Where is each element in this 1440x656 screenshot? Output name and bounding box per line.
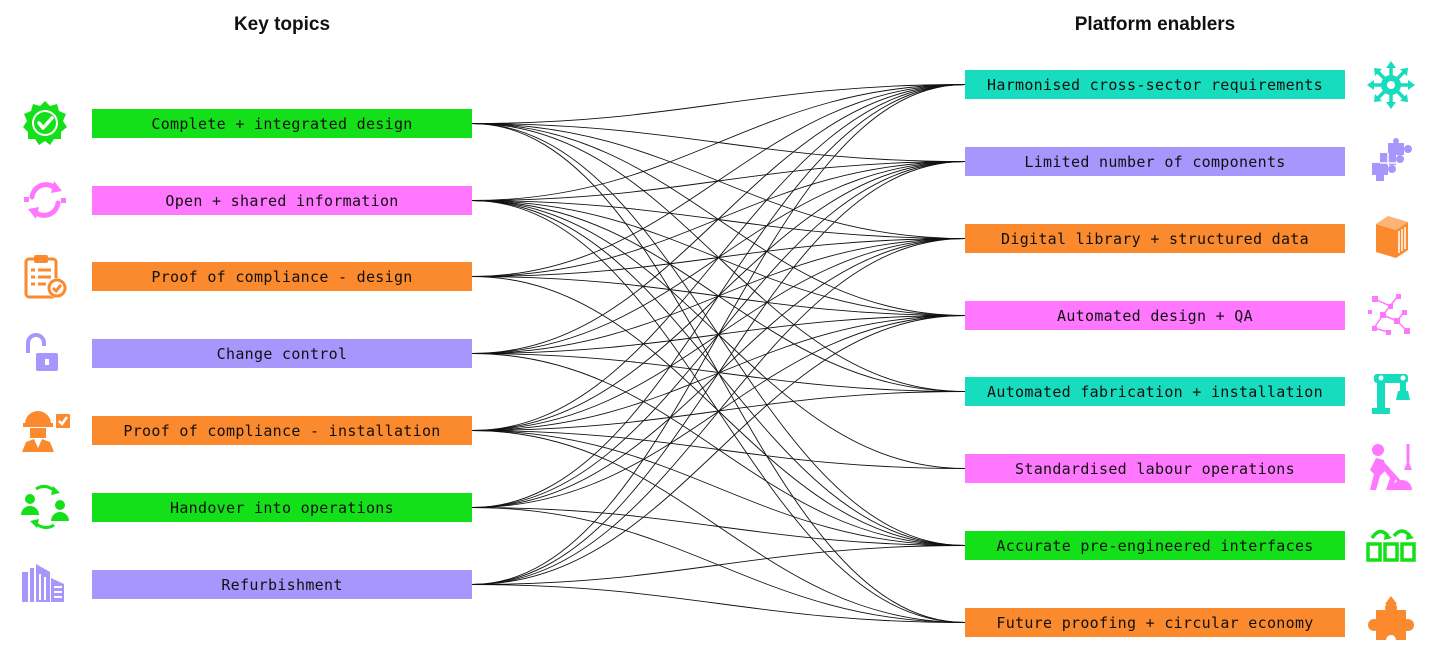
link-line-4-0	[471, 84, 966, 431]
link-line-5-6	[471, 507, 966, 546]
link-line-6-6	[471, 545, 966, 585]
topic-refurbishment[interactable]: Refurbishment	[92, 570, 472, 599]
link-line-1-0	[471, 84, 966, 201]
enabler-digital-library[interactable]: Digital library + structured data	[965, 224, 1345, 253]
link-line-6-0	[471, 84, 966, 585]
cube-library-icon	[1376, 216, 1408, 258]
link-line-6-1	[471, 161, 966, 585]
link-line-3-0	[471, 84, 966, 354]
link-line-6-2	[471, 238, 966, 585]
enabler-automated-fabrication[interactable]: Automated fabrication + installation	[965, 377, 1345, 406]
enabler-label: Limited number of components	[1024, 152, 1286, 171]
enabler-label: Future proofing + circular economy	[996, 613, 1314, 632]
topic-open-shared-information[interactable]: Open + shared information	[92, 186, 472, 215]
people-exchange-icon	[21, 484, 69, 530]
enabler-label: Automated fabrication + installation	[987, 382, 1323, 401]
enabler-label: Automated design + QA	[1057, 306, 1253, 325]
digging-worker-icon	[1370, 444, 1412, 490]
enabler-label: Digital library + structured data	[1001, 229, 1309, 248]
topic-label: Change control	[216, 344, 348, 363]
topic-label: Open + shared information	[165, 191, 399, 210]
topic-proof-compliance-design[interactable]: Proof of compliance - design	[92, 262, 472, 291]
topic-complete-integrated-design[interactable]: Complete + integrated design	[92, 109, 472, 138]
topic-proof-compliance-installation[interactable]: Proof of compliance - installation	[92, 416, 472, 445]
enabler-label: Accurate pre-engineered interfaces	[996, 536, 1314, 555]
puzzle-stack-icon	[1372, 138, 1412, 181]
worker-check-icon	[22, 411, 70, 452]
robot-arm-icon	[1372, 374, 1410, 414]
topic-label: Proof of compliance - installation	[123, 421, 441, 440]
topic-label: Complete + integrated design	[151, 114, 413, 133]
open-padlock-icon	[26, 333, 58, 371]
link-line-5-0	[471, 84, 966, 508]
clipboard-check-icon	[24, 255, 67, 299]
enabler-label: Standardised labour operations	[1015, 459, 1295, 478]
topic-label: Proof of compliance - design	[151, 267, 413, 286]
topic-label: Handover into operations	[170, 498, 394, 517]
platform-enablers-heading: Platform enablers	[1074, 14, 1236, 35]
enabler-pre-engineered-interfaces[interactable]: Accurate pre-engineered interfaces	[965, 531, 1345, 560]
enabler-limited-components[interactable]: Limited number of components	[965, 147, 1345, 176]
link-line-6-7	[471, 584, 966, 623]
buildings-icon	[22, 564, 64, 602]
topic-label: Refurbishment	[221, 575, 343, 594]
enabler-standardised-labour[interactable]: Standardised labour operations	[965, 454, 1345, 483]
connected-modules-icon	[1366, 529, 1416, 562]
hub-arrows-icon	[1367, 61, 1415, 109]
enabler-harmonised-requirements[interactable]: Harmonised cross-sector requirements	[965, 70, 1345, 99]
link-line-6-3	[471, 315, 966, 585]
key-topics-heading: Key topics	[233, 14, 331, 35]
link-line-0-0	[471, 84, 966, 124]
topic-change-control[interactable]: Change control	[92, 339, 472, 368]
enabler-label: Harmonised cross-sector requirements	[987, 75, 1323, 94]
topic-handover-operations[interactable]: Handover into operations	[92, 493, 472, 522]
enabler-automated-design-qa[interactable]: Automated design + QA	[965, 301, 1345, 330]
enabler-future-proofing[interactable]: Future proofing + circular economy	[965, 608, 1345, 637]
link-line-2-0	[471, 84, 966, 277]
pixel-network-icon	[1368, 294, 1410, 335]
verified-badge-icon	[23, 101, 67, 145]
sync-arrows-icon	[24, 181, 66, 219]
link-line-4-6	[471, 430, 966, 546]
puzzle-piece-icon	[1368, 596, 1414, 645]
